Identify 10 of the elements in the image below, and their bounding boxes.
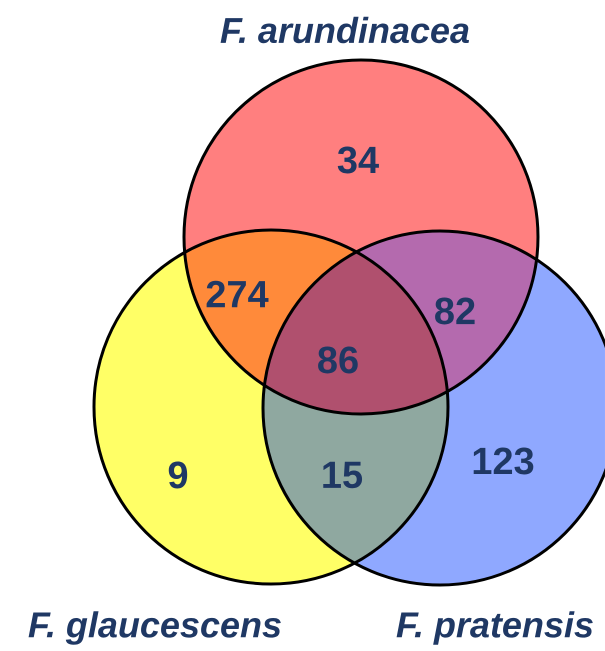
count-label: 15 bbox=[323, 462, 362, 488]
set-label: F. pratensis bbox=[396, 611, 593, 645]
count-label: 86 bbox=[318, 346, 358, 374]
count-label: 274 bbox=[206, 280, 268, 308]
set-label: F. arundinacea bbox=[220, 16, 469, 44]
set-label: F. glaucescens bbox=[28, 611, 281, 645]
count-label: 82 bbox=[435, 298, 475, 324]
count-label: 123 bbox=[474, 448, 534, 474]
count-label: 9 bbox=[168, 462, 188, 488]
count-label: 34 bbox=[338, 146, 379, 174]
